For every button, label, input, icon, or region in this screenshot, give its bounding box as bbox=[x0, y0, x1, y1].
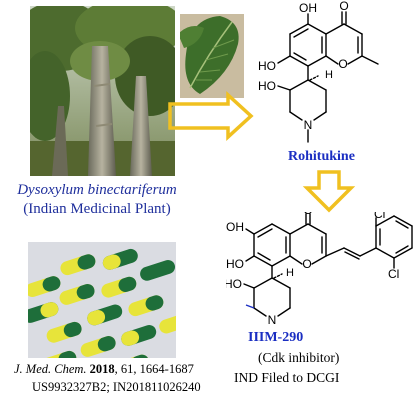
iiim290-role: (Cdk inhibitor) bbox=[258, 350, 340, 365]
plant-name: Dysoxylum binectariferum bbox=[17, 182, 177, 198]
citation-year: 2018 bbox=[89, 362, 115, 376]
rohitukine-ho-left: HO bbox=[258, 59, 276, 73]
rohitukine-stereo-h: H bbox=[325, 69, 333, 81]
citation-details: , 61, 1664-1687 bbox=[114, 362, 194, 376]
iiim290-cl-bottom: Cl bbox=[388, 267, 399, 281]
rohitukine-ring-o: O bbox=[338, 57, 347, 71]
iiim290-carbonyl-o: O bbox=[303, 212, 312, 217]
iiim290-n: N bbox=[268, 313, 277, 327]
rohitukine-structure: O OH HO O H HO N bbox=[258, 0, 379, 143]
iiim290-ring-o: O bbox=[302, 257, 311, 271]
iiim290-ho-left: HO bbox=[226, 257, 244, 271]
rohitukine-label: Rohitukine bbox=[288, 149, 355, 164]
citation: J. Med. Chem. 2018, 61, 1664-1687 bbox=[14, 362, 194, 377]
rohitukine-ho-pip: HO bbox=[258, 79, 276, 93]
right-arrow bbox=[168, 91, 254, 141]
rohitukine-oh-top: OH bbox=[299, 1, 317, 15]
down-arrow bbox=[302, 170, 356, 213]
iiim290-status: IND Filed to DCGI bbox=[234, 370, 340, 385]
rohitukine-carbonyl-o: O bbox=[339, 0, 348, 13]
patent-numbers: US9932327B2; IN201811026240 bbox=[32, 380, 201, 394]
iiim290-cl-top: Cl bbox=[374, 212, 385, 221]
capsule-photo bbox=[28, 242, 176, 358]
rohitukine-n: N bbox=[304, 118, 313, 132]
iiim290-structure: O OH HO O Cl Cl H HO N bbox=[226, 212, 413, 327]
iiim290-ho-top: OH bbox=[226, 220, 244, 234]
iiim290-stereo-h: H bbox=[286, 267, 294, 279]
citation-journal: J. Med. Chem. bbox=[14, 362, 87, 376]
leaf-photo bbox=[180, 14, 244, 98]
plant-description: (Indian Medicinal Plant) bbox=[23, 201, 171, 217]
iiim290-ho-pip: HO bbox=[226, 277, 242, 291]
iiim290-label: IIIM-290 bbox=[248, 330, 304, 345]
tree-photo bbox=[30, 6, 175, 176]
